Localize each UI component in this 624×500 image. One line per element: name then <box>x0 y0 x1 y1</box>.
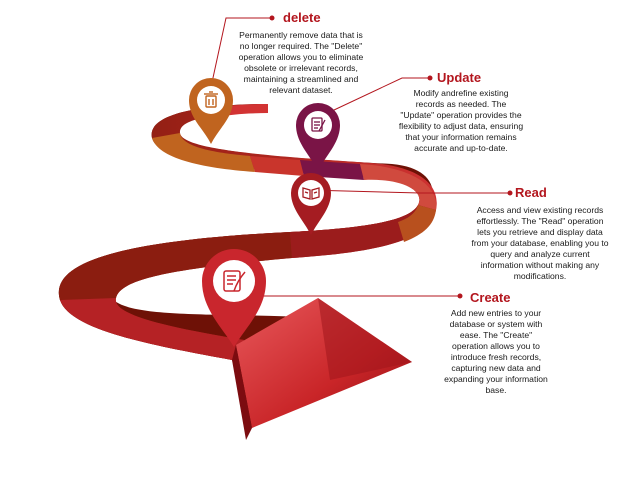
road-segment-right <box>360 164 437 210</box>
create-line: ease. The "Create" <box>459 330 533 340</box>
pin-create <box>202 249 266 347</box>
update-line: flexibility to adjust data, ensuring <box>398 121 524 131</box>
road-segment-delete <box>152 133 255 172</box>
read-description: Access and view existing records effortl… <box>460 205 620 282</box>
leader-line-update <box>316 77 430 119</box>
create-line: capturing new data and <box>451 363 541 373</box>
delete-line: obsolete or irrelevant records, <box>244 63 358 73</box>
update-line: that your information remains <box>405 132 517 142</box>
arrowhead-side <box>232 345 252 440</box>
read-line: query and analyze current <box>490 249 590 259</box>
delete-line: relevant dataset. <box>269 85 333 95</box>
leader-line-delete <box>210 17 272 88</box>
pin-delete <box>189 78 233 144</box>
edit-document-icon <box>311 117 326 132</box>
road-segment-read-accent <box>398 205 436 242</box>
create-line: operation allows you to <box>452 341 540 351</box>
leader-dot-delete <box>269 15 275 21</box>
delete-line: maintaining a streamlined and <box>243 74 359 84</box>
scroll-quill-icon <box>223 270 246 292</box>
update-title: Update <box>437 70 482 85</box>
leader-lines <box>210 15 513 299</box>
road-segment-lower <box>58 232 293 300</box>
pin-update <box>296 103 340 171</box>
delete-title: delete <box>283 10 321 25</box>
delete-line: no longer required. The "Delete" <box>239 41 363 51</box>
create-line: introduce fresh records, <box>450 352 542 362</box>
leader-dot-create <box>457 293 463 299</box>
create-line: database or system with <box>449 319 543 329</box>
pin-read <box>291 173 331 235</box>
arrowhead-top <box>236 298 412 428</box>
open-book-icon <box>302 187 320 200</box>
update-line: records as needed. The <box>415 99 507 109</box>
create-line: Add new entries to your <box>450 308 542 318</box>
trash-icon <box>204 91 218 108</box>
read-line: effortlessly. The "Read" operation <box>476 216 604 226</box>
create-line: base. <box>485 385 507 395</box>
leader-dot-read <box>507 190 513 196</box>
road-segment-read <box>290 205 436 258</box>
leader-dot-update <box>427 75 433 81</box>
read-line: from your database, enabling you to <box>471 238 609 248</box>
road-segment-mid <box>250 156 304 176</box>
leader-line-read <box>307 189 510 194</box>
update-line: "Update" operation provides the <box>400 110 522 120</box>
delete-description: Permanently remove data that is no longe… <box>226 30 376 96</box>
create-title: Create <box>470 290 511 305</box>
create-line: expanding your information <box>444 374 548 384</box>
arrowhead <box>232 298 412 440</box>
create-description: Add new entries to your database or syst… <box>426 308 566 396</box>
read-line: lets you retrieve and display data <box>477 227 603 237</box>
update-line: Modify andrefine existing <box>413 88 509 98</box>
arrowhead-shade <box>318 298 412 380</box>
read-line: Access and view existing records <box>476 205 604 215</box>
road-segment-create <box>60 298 244 360</box>
delete-line: operation allows you to eliminate <box>238 52 364 62</box>
read-title: Read <box>515 185 547 200</box>
read-line: information without making any <box>480 260 600 270</box>
update-description: Modify andrefine existing records as nee… <box>382 88 540 154</box>
delete-line: Permanently remove data that is <box>239 30 363 40</box>
update-line: accurate and up-to-date. <box>414 143 508 153</box>
read-line: modifications. <box>513 271 567 281</box>
